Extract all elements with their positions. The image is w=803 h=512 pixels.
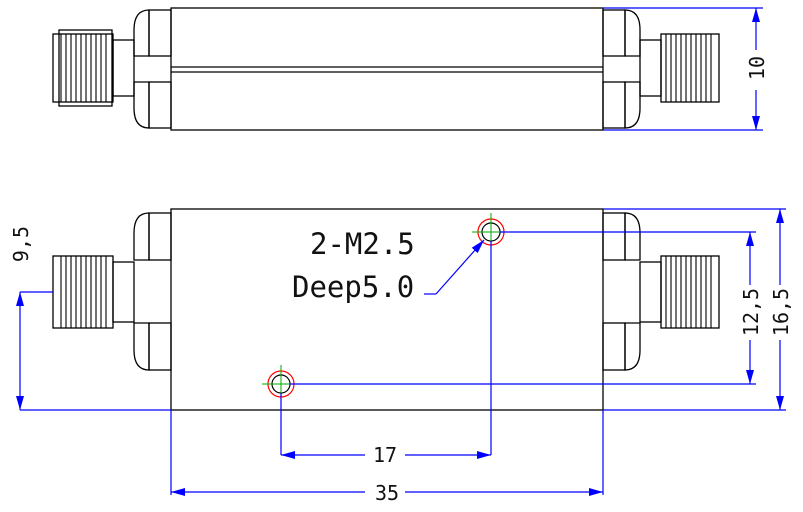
top-right-lugs <box>602 9 641 129</box>
front-left-connector <box>52 255 135 329</box>
dim-label-height-top: 10 <box>745 56 769 80</box>
top-right-connector <box>639 33 720 103</box>
dim-label-hole-spacing-h: 17 <box>373 443 397 467</box>
dim-label-hole-spacing-v: 12,5 <box>739 288 763 336</box>
dim-body-length <box>170 410 604 496</box>
hole-spec-label: 2-M2.5 <box>310 227 415 261</box>
callout-leader <box>424 239 485 295</box>
front-body <box>170 208 604 411</box>
top-view <box>52 7 720 131</box>
dim-offset-left <box>16 291 171 411</box>
front-view <box>52 208 720 411</box>
top-left-lugs <box>133 9 172 129</box>
depth-spec-label: Deep5.0 <box>292 270 414 304</box>
front-right-connector <box>639 255 720 329</box>
dim-hole-spacing-h <box>280 241 492 459</box>
dim-label-body-height: 16,5 <box>769 288 793 336</box>
dim-label-body-length: 35 <box>375 481 399 505</box>
top-body <box>170 7 604 131</box>
dim-height-top <box>603 7 763 131</box>
dim-label-offset-left: 9,5 <box>9 226 33 262</box>
top-left-connector <box>52 29 135 107</box>
